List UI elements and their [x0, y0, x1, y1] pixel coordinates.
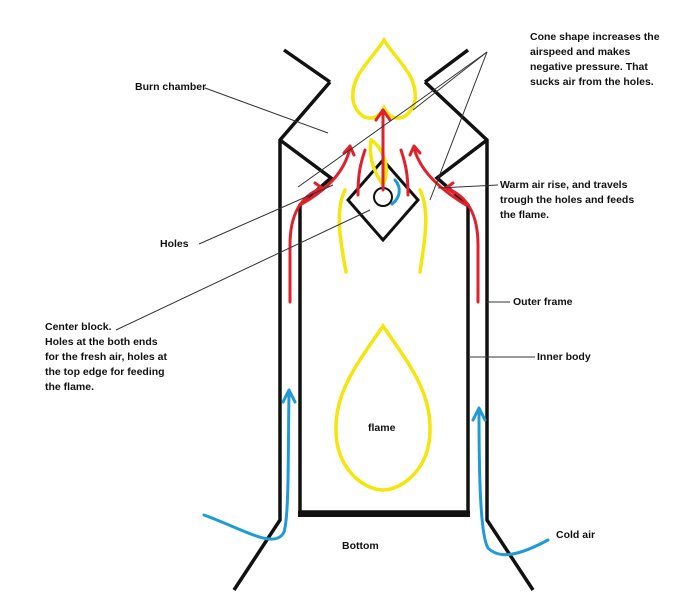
warm-air-line-2: trough the holes and feeds — [500, 194, 635, 206]
warm-air-label: Warm air rise, and travels trough the ho… — [500, 178, 634, 223]
cone-line-4: sucks air from the holes. — [530, 76, 654, 88]
center-block-line-2: Holes at the both ends — [45, 336, 158, 348]
top-flame — [351, 36, 417, 120]
inner-body — [278, 138, 489, 517]
center-block-line-5: the flame. — [45, 381, 95, 393]
left-flame-lick — [337, 188, 348, 274]
bottom-label: Bottom — [342, 540, 379, 552]
burn-chamber-label: Burn chamber — [135, 81, 207, 93]
holes-label: Holes — [160, 238, 189, 250]
flames — [334, 36, 432, 492]
center-block-line-4: the top edge for feeding — [45, 366, 165, 378]
cone-line-1: Cone shape increases the — [530, 31, 660, 43]
inner-body-label: Inner body — [537, 351, 591, 363]
right-flame-lick — [418, 188, 428, 274]
center-block-label: Center block. Holes at the both ends for… — [45, 320, 167, 395]
main-flame — [334, 322, 432, 492]
center-block-line-1: Center block. — [45, 321, 112, 333]
hot-air-arrows — [288, 110, 480, 304]
cone-line-2: airspeed and makes — [530, 46, 631, 58]
cone-line-3: negative pressure. That — [530, 61, 648, 73]
warm-air-line-3: the flame. — [500, 209, 550, 221]
warm-air-line-1: Warm air rise, and travels — [500, 179, 628, 191]
flame-label: flame — [368, 422, 396, 434]
center-block-line-3: for the fresh air, holes at — [45, 351, 167, 363]
outer-frame-label: Outer frame — [513, 296, 573, 308]
cone-shape-label: Cone shape increases the airspeed and ma… — [530, 30, 660, 90]
leader-lines — [115, 51, 535, 358]
cold-air-label: Cold air — [556, 529, 596, 541]
cold-air-arrows — [202, 178, 550, 557]
